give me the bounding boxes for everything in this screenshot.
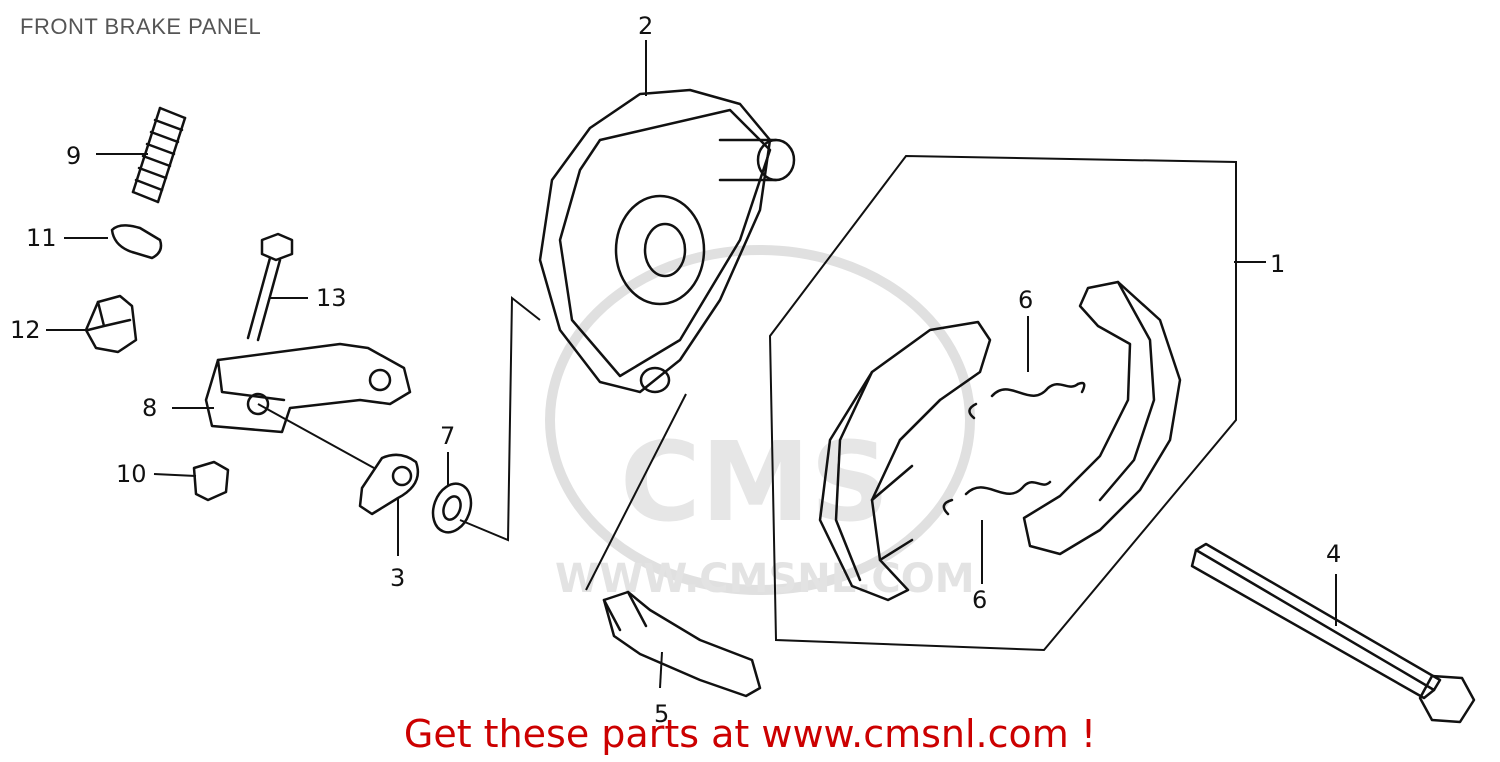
label-part-6-lower: 6: [972, 586, 987, 614]
label-part-4: 4: [1326, 540, 1341, 568]
spring-part-6-upper: [968, 381, 1086, 420]
nut-part-12: [84, 294, 138, 354]
bolt-part-13: [246, 232, 294, 342]
diagram-title: FRONT BRAKE PANEL: [20, 14, 262, 39]
brake-shoe-left: [818, 320, 992, 602]
label-part-10: 10: [116, 460, 147, 488]
spring-part-6-lower: [942, 480, 1052, 516]
label-part-12: 12: [10, 316, 41, 344]
seal-part-7: [431, 482, 473, 534]
promo-link[interactable]: Get these parts at www.cmsnl.com !: [403, 712, 1097, 756]
label-part-6-upper: 6: [1018, 286, 1033, 314]
label-part-3: 3: [390, 564, 405, 592]
watermark: [545, 245, 975, 595]
label-part-8: 8: [142, 394, 157, 422]
brake-arm-part-8: [204, 342, 412, 434]
label-part-7: 7: [440, 422, 455, 450]
label-part-13: 13: [316, 284, 347, 312]
nut-part-10: [192, 460, 230, 502]
label-part-5: 5: [654, 700, 669, 728]
label-part-9: 9: [66, 142, 81, 170]
brake-panel-part-2: [538, 88, 796, 394]
watermark-logo: CMS: [620, 418, 889, 546]
cam-part-5: [602, 590, 762, 698]
label-part-1: 1: [1270, 250, 1285, 278]
brake-shoe-right: [1022, 280, 1182, 556]
axle-part-4: [1190, 542, 1476, 724]
leader-lines: [46, 40, 1337, 689]
spring-part-9: [131, 106, 187, 204]
label-part-2: 2: [638, 12, 653, 40]
label-part-11: 11: [26, 224, 57, 252]
cap-part-11: [110, 224, 163, 260]
indicator-part-3: [358, 453, 420, 516]
